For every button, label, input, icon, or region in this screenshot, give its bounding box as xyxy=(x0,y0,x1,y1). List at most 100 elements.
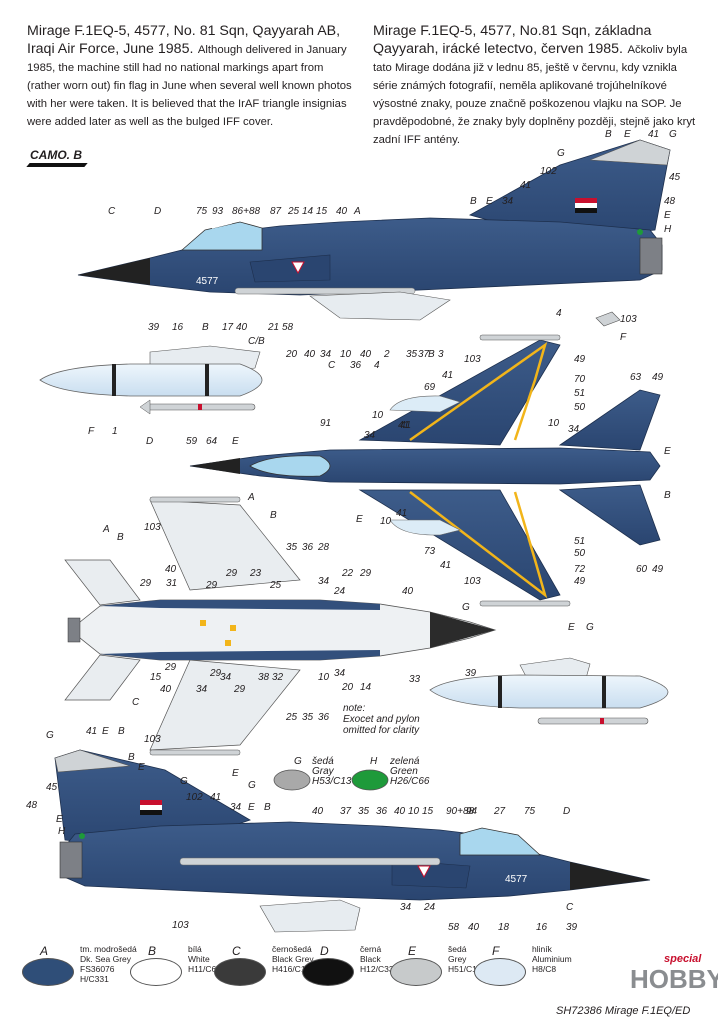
callout-under-18: 29 xyxy=(359,568,372,579)
callout-top_side-11: B xyxy=(470,196,477,207)
callout-bottom_side-9: E xyxy=(56,814,63,825)
callout-top_side-48: F xyxy=(620,332,627,343)
camo-label: CAMO. B xyxy=(30,148,82,162)
callout-top_side-38: 36 xyxy=(350,360,362,371)
callout-bottom_side-32: 40 xyxy=(468,922,480,933)
mini-swatch-h-letter: H xyxy=(370,756,378,767)
callout-under-35: 39 xyxy=(465,668,477,679)
callout-planform-11: 34 xyxy=(364,430,376,441)
swatch-f-color xyxy=(474,958,526,986)
callout-top_side-28: 17 xyxy=(222,322,234,333)
callout-bottom_side-34: 16 xyxy=(536,922,548,933)
mini-swatch-g-cz: šedá xyxy=(312,756,334,767)
callout-top_side-26: 16 xyxy=(172,322,184,333)
callout-planform-8: 63 xyxy=(630,372,642,383)
callout-bottom_side-35: 39 xyxy=(566,922,578,933)
callout-planform-28: 60 xyxy=(636,564,648,575)
callout-bottom_side-1: 41 xyxy=(86,726,97,737)
callout-under-38: 35 xyxy=(302,712,314,723)
callout-bottom_side-2: E xyxy=(102,726,109,737)
callout-top_side-0: C xyxy=(108,206,116,217)
callout-bottom_side-33: 18 xyxy=(498,922,510,933)
serial-number-top: 4577 xyxy=(196,276,219,287)
callout-under-34: 33 xyxy=(409,674,421,685)
callout-bottom_side-7: G xyxy=(180,776,188,787)
callout-bottom_side-3: B xyxy=(118,726,125,737)
callout-planform-16: E xyxy=(664,446,671,457)
swatch-c-color xyxy=(214,958,266,986)
callout-planform-14: 10 xyxy=(548,418,560,429)
callout-planform-12: 10 xyxy=(372,410,384,421)
english-description: Mirage F.1EQ-5, 4577, No. 81 Sqn, Qayyar… xyxy=(27,22,357,130)
callout-planform-30: G xyxy=(462,602,470,613)
callout-bottom_side-26: 75 xyxy=(524,806,536,817)
mini-swatch-h-cz: zelená xyxy=(389,756,420,767)
callout-planform-18: E xyxy=(356,514,363,525)
callout-planform-17: B xyxy=(664,490,671,501)
callout-bottom_side-13: 34 xyxy=(230,802,242,813)
callout-bottom_side-21: 10 xyxy=(408,806,420,817)
top-view-planform xyxy=(189,334,661,607)
callout-top_side-16: G xyxy=(557,148,565,159)
callout-top_side-29: 40 xyxy=(236,322,248,333)
callout-planform-15: 34 xyxy=(568,424,580,435)
callout-weapon-1: 1 xyxy=(112,426,118,437)
mini-swatch-g-code: H53/C13 xyxy=(312,776,352,787)
callout-bottom_side-18: 35 xyxy=(358,806,370,817)
callout-under-23: 40 xyxy=(160,684,172,695)
callout-planform-19: 10 xyxy=(380,516,392,527)
callout-top_side-41: 2 xyxy=(383,349,390,360)
callout-bottom_side-19: 36 xyxy=(376,806,388,817)
callout-top_side-1: D xyxy=(154,206,161,217)
callout-under-5: 40 xyxy=(165,564,177,575)
czech-body: Ačkoliv byla tato Mirage dodána již v le… xyxy=(373,44,696,146)
callout-bottom_side-11: 102 xyxy=(186,792,203,803)
callout-planform-7: 41 xyxy=(400,420,411,431)
callout-under-21: C xyxy=(132,697,140,708)
callout-under-2: A xyxy=(102,524,110,535)
english-body: Although delivered in January 1985, the … xyxy=(27,44,352,128)
callout-bottom_side-22: 15 xyxy=(422,806,434,817)
callout-bottom_side-15: B xyxy=(264,802,271,813)
callout-bottom_side-20: 40 xyxy=(394,806,406,817)
swatch-a-color xyxy=(22,958,74,986)
mini-swatch-g-letter: G xyxy=(294,756,302,767)
callout-under-10: 23 xyxy=(249,568,262,579)
callout-under-37: 25 xyxy=(285,712,298,723)
callout-bottom_side-24: 94 xyxy=(466,806,478,817)
note-line-1: note: xyxy=(343,703,366,714)
callout-top_side-9: 40 xyxy=(336,206,348,217)
callout-under-31: 34 xyxy=(334,668,346,679)
callout-planform-6: 50 xyxy=(574,402,586,413)
callout-under-19: 40 xyxy=(402,586,414,597)
swatch-b-color xyxy=(130,958,182,986)
callout-under-36: 103 xyxy=(144,734,161,745)
callout-top_side-45: 3 xyxy=(438,349,444,360)
callout-planform-26: 103 xyxy=(464,576,481,587)
callout-top_side-46: 4 xyxy=(556,308,562,319)
callout-planform-10: 91 xyxy=(320,418,331,429)
callout-top_side-23: E xyxy=(664,210,671,221)
callout-top_side-35: 34 xyxy=(320,349,332,360)
stores-left xyxy=(39,345,263,415)
callout-under-14: 28 xyxy=(317,542,330,553)
callout-top_side-31: 58 xyxy=(282,322,294,333)
callout-top_side-39: 40 xyxy=(360,349,372,360)
callout-under-29: 32 xyxy=(272,672,284,683)
callout-top_side-13: 34 xyxy=(502,196,514,207)
callout-under-30: 10 xyxy=(318,672,330,683)
underside-view xyxy=(64,496,497,756)
callout-top_side-22: 48 xyxy=(664,196,676,207)
callout-top_side-33: 20 xyxy=(285,349,298,360)
callout-bottom_side-4: 45 xyxy=(46,782,58,793)
callout-bottom_side-6: E xyxy=(138,762,145,773)
callout-under-39: 36 xyxy=(318,712,330,723)
callout-under-7: 31 xyxy=(166,578,177,589)
callout-planform-32: G xyxy=(586,622,594,633)
callout-top_side-17: B xyxy=(605,129,612,140)
callout-planform-29: 49 xyxy=(652,564,664,575)
callout-bottom_side-5: B xyxy=(128,752,135,763)
callout-under-0: A xyxy=(247,492,255,503)
